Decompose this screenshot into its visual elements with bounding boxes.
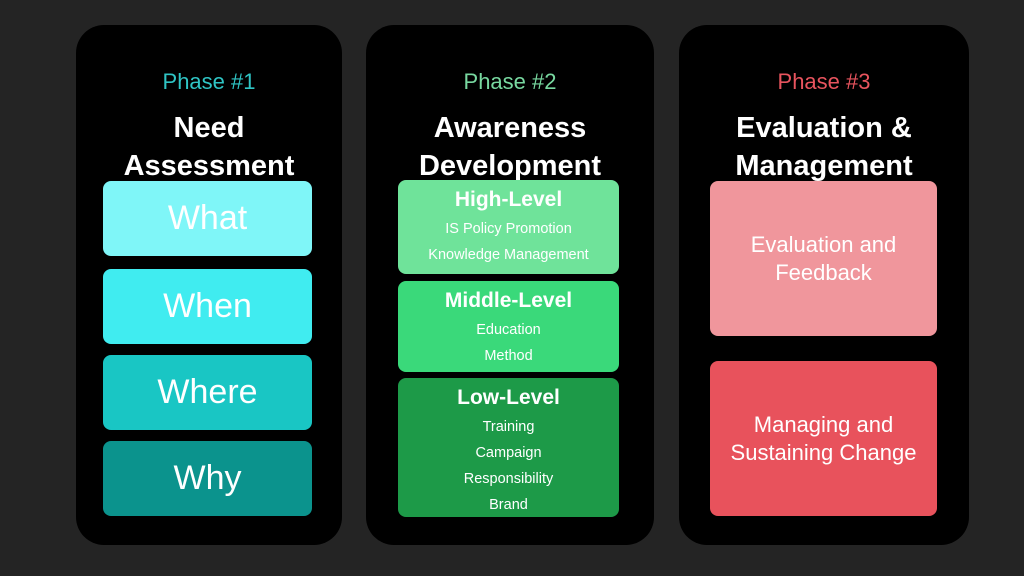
low-level-item: Responsibility <box>463 471 554 487</box>
middle-level-box: Middle-Level Education Method <box>398 281 619 372</box>
phase-3-label: Phase #3 <box>777 69 871 94</box>
middle-level-item: Method <box>484 348 533 364</box>
phase-1-item-why: Why <box>103 441 312 516</box>
low-level-box: Low-Level Training Campaign Responsibili… <box>398 378 619 517</box>
managing-change-box: Managing and Sustaining Change <box>710 361 937 516</box>
phase-2-panel: Phase #2 Awareness Development High-Leve… <box>366 25 654 545</box>
high-level-item: Knowledge Management <box>428 247 589 263</box>
phase-1-title: Need Assessment <box>123 112 295 182</box>
phase-1-item-what: What <box>103 181 312 256</box>
middle-level-title: Middle-Level <box>444 289 573 312</box>
evaluation-feedback-box: Evaluation and Feedback <box>710 181 937 336</box>
high-level-item: IS Policy Promotion <box>445 221 572 237</box>
low-level-item: Training <box>482 419 535 435</box>
phase-1-item-where: Where <box>103 355 312 430</box>
phase-1-panel: Phase #1 Need Assessment What When Where… <box>76 25 342 545</box>
phase-3-title: Evaluation & Management <box>735 112 913 182</box>
phase-1-label: Phase #1 <box>162 69 256 94</box>
phase-2-title: Awareness Development <box>418 112 602 182</box>
low-level-item: Campaign <box>475 445 542 461</box>
high-level-title: High-Level <box>454 188 563 211</box>
high-level-box: High-Level IS Policy Promotion Knowledge… <box>398 180 619 274</box>
phase-1-item-when: When <box>103 269 312 344</box>
phase-2-label: Phase #2 <box>463 69 557 94</box>
low-level-item: Brand <box>489 497 528 513</box>
phase-3-panel: Phase #3 Evaluation & Management Evaluat… <box>679 25 969 545</box>
middle-level-item: Education <box>476 322 541 338</box>
low-level-title: Low-Level <box>457 386 560 409</box>
